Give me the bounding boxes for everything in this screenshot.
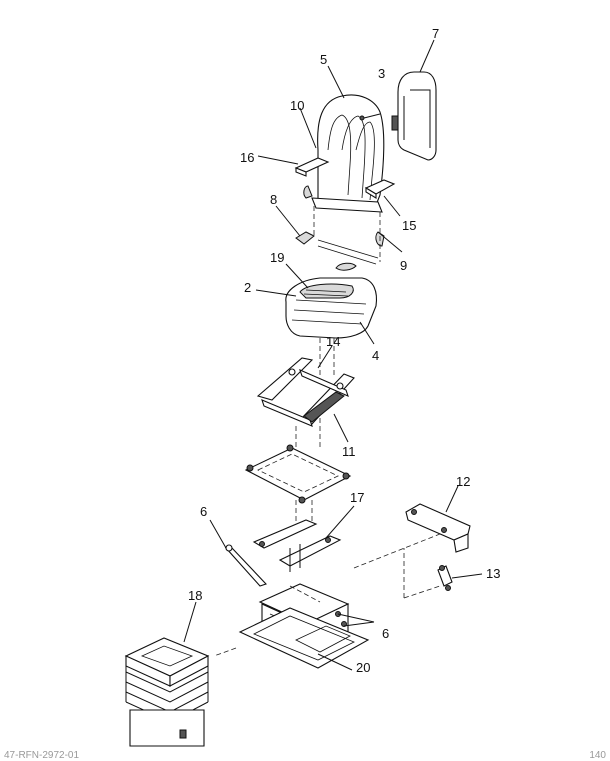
callout-4: 4 [372, 348, 379, 363]
bellows-cover [124, 637, 210, 747]
callout-17: 17 [350, 490, 364, 505]
callout-2: 2 [244, 280, 251, 295]
callout-14: 14 [326, 334, 340, 349]
small-bracket [437, 565, 453, 591]
callout-6-right: 6 [382, 626, 389, 641]
latch-piece [335, 262, 357, 271]
seat-slide-rails [256, 357, 355, 427]
callout-20: 20 [356, 660, 370, 675]
callout-9: 9 [400, 258, 407, 273]
callout-15: 15 [402, 218, 416, 233]
handle-frame [391, 71, 437, 161]
side-panel-left [303, 185, 313, 199]
callout-18: 18 [188, 588, 202, 603]
armrest-left [294, 157, 330, 177]
side-bolt [224, 544, 267, 587]
page-number: 140 [589, 750, 606, 761]
callout-16: 16 [240, 150, 254, 165]
callout-10: 10 [290, 98, 304, 113]
callout-6-left: 6 [200, 504, 207, 519]
suspension-brackets [252, 519, 342, 572]
seat-backrest [311, 94, 385, 213]
callout-5: 5 [320, 52, 327, 67]
callout-11: 11 [342, 444, 356, 459]
leader-lines [183, 39, 483, 671]
callouts: 2 3 4 5 6 6 7 8 9 10 11 12 13 14 15 16 1… [188, 26, 500, 675]
callout-19: 19 [270, 250, 284, 265]
callout-3: 3 [378, 66, 385, 81]
mounting-frame [244, 444, 352, 504]
callout-8: 8 [270, 192, 277, 207]
callout-7: 7 [432, 26, 439, 41]
side-bracket [405, 503, 471, 553]
seat-cushion [285, 277, 378, 339]
callout-12: 12 [456, 474, 470, 489]
figure-id: 47-RFN-2972-01 [4, 750, 80, 761]
armrest-right [364, 179, 396, 199]
callout-13: 13 [486, 566, 500, 581]
small-handle [295, 231, 315, 245]
suspension-base [238, 583, 370, 669]
